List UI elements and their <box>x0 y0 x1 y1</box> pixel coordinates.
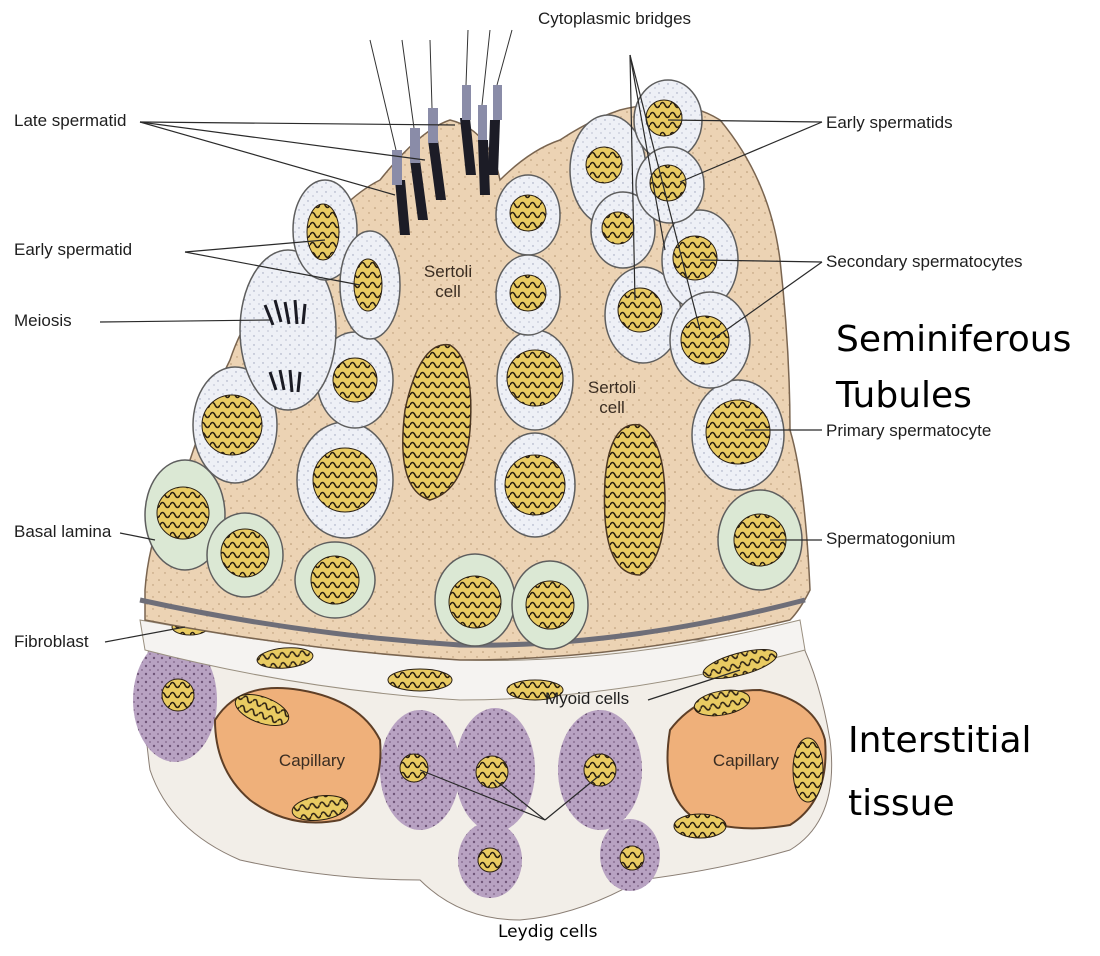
region-seminiferous-line1: Seminiferous <box>836 322 1071 358</box>
label-leydig-cells: Leydig cells <box>498 924 598 941</box>
label-early-spermatid: Early spermatid <box>14 241 132 258</box>
label-fibroblast: Fibroblast <box>14 633 89 650</box>
label-sertoli-cell-right-line1: Sertoli <box>582 378 642 398</box>
label-sertoli-cell-right-line2: cell <box>582 398 642 418</box>
label-basal-lamina: Basal lamina <box>14 523 111 540</box>
label-capillary-right: Capillary <box>696 751 796 771</box>
region-seminiferous-line2: Tubules <box>836 378 972 414</box>
region-interstitial-line2: tissue <box>848 786 955 822</box>
sertoli-nucleus <box>604 425 665 575</box>
label-sertoli-cell-right: Sertoli cell <box>582 378 642 417</box>
label-primary-spermatocyte: Primary spermatocyte <box>826 422 991 439</box>
region-interstitial-line1: Interstitial <box>848 723 1032 759</box>
myoid-cell <box>388 669 452 691</box>
label-secondary-spermatocytes: Secondary spermatocytes <box>826 253 1023 270</box>
label-sertoli-cell-left-line1: Sertoli <box>418 262 478 282</box>
label-early-spermatids: Early spermatids <box>826 114 953 131</box>
label-sertoli-cell-left-line2: cell <box>418 282 478 302</box>
label-spermatogonium: Spermatogonium <box>826 530 955 547</box>
label-meiosis: Meiosis <box>14 312 72 329</box>
label-late-spermatid: Late spermatid <box>14 112 126 129</box>
label-sertoli-cell-left: Sertoli cell <box>418 262 478 301</box>
label-myoid-cells: Myoid cells <box>545 690 629 707</box>
label-capillary-left: Capillary <box>262 751 362 771</box>
label-cytoplasmic-bridges: Cytoplasmic bridges <box>538 10 691 27</box>
